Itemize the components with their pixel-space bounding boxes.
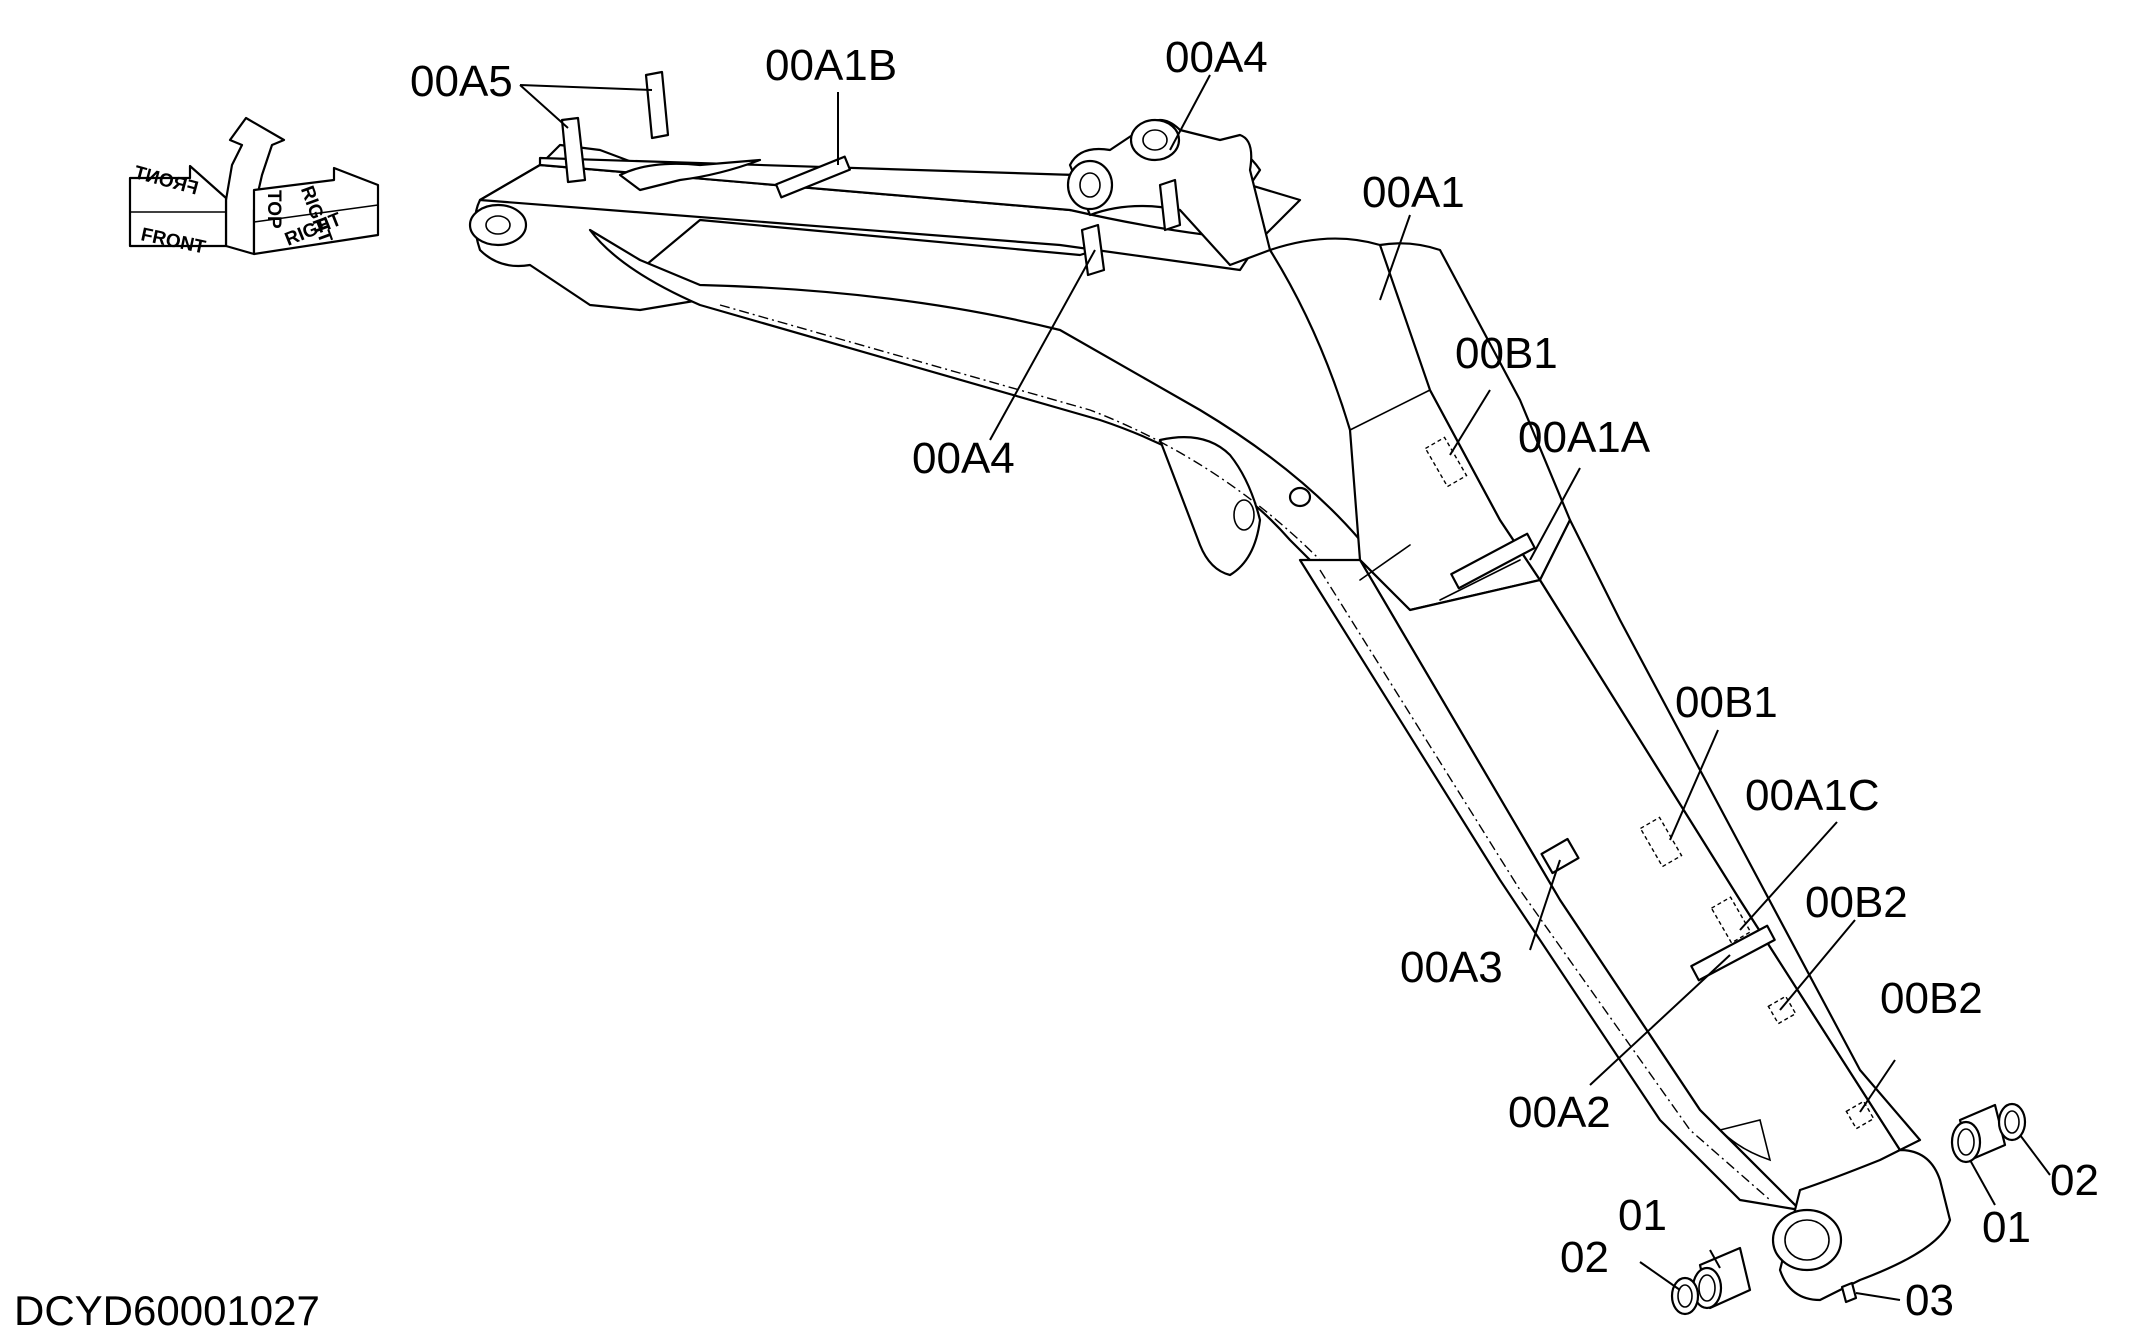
label-00b2-upper: 00B2 [1805, 878, 1908, 927]
label-00a2: 00A2 [1508, 1088, 1611, 1137]
label-00a1c: 00A1C [1745, 771, 1880, 820]
label-00b1-lower: 00B1 [1675, 678, 1778, 727]
label-00a1b: 00A1B [765, 41, 897, 90]
drawing-code: DCYD60001027 [14, 1287, 320, 1334]
bushings [1670, 1102, 2027, 1316]
label-00a1a: 00A1A [1518, 413, 1651, 462]
boom-body [468, 70, 1952, 1302]
part-labels: 00A5 00A1B 00A4 00A1 00A4 00B1 00A1A 00B… [410, 33, 2099, 1325]
top-arrow-label: TOP [263, 190, 284, 229]
label-02-right: 02 [2050, 1156, 2099, 1205]
label-01-right: 01 [1982, 1203, 2031, 1252]
label-00a5: 00A5 [410, 57, 513, 106]
orientation-indicator: FRONT FRONT TOP RIGHT RIGHT [128, 116, 380, 259]
label-00b2-lower: 00B2 [1880, 974, 1983, 1023]
label-00b1-upper: 00B1 [1455, 329, 1558, 378]
label-00a3: 00A3 [1400, 943, 1503, 992]
label-02-left: 02 [1560, 1233, 1609, 1282]
label-00a4-mid: 00A4 [912, 434, 1015, 483]
label-00a4-top: 00A4 [1165, 33, 1268, 82]
label-00a1: 00A1 [1362, 168, 1465, 217]
label-01-left: 01 [1618, 1191, 1667, 1240]
label-03: 03 [1905, 1276, 1954, 1325]
leader-lines [519, 74, 2051, 1301]
